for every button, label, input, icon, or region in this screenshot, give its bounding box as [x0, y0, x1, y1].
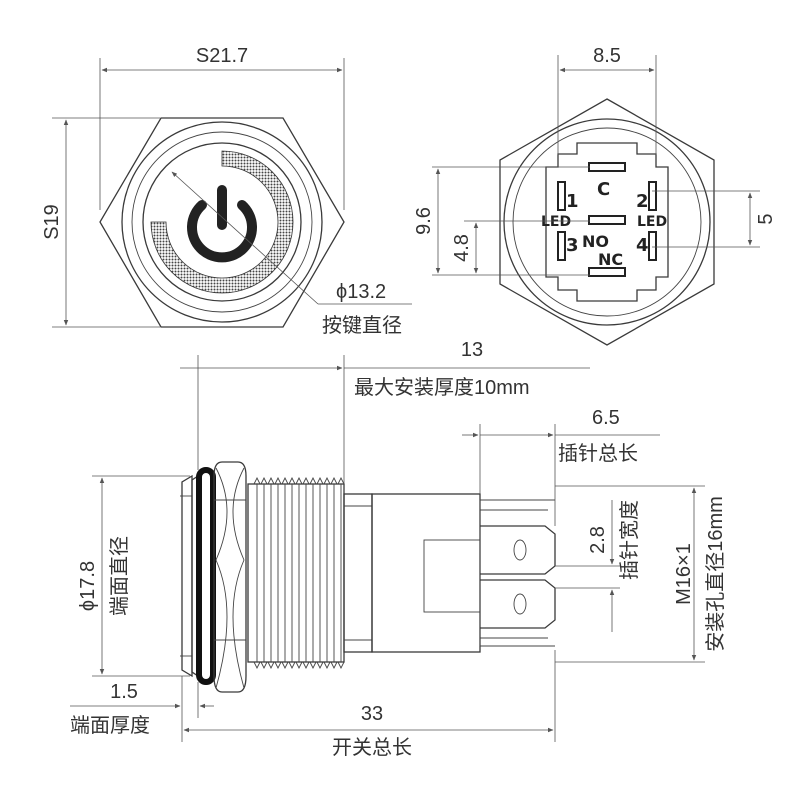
terminal-window — [423, 539, 481, 613]
pin-slot-2 — [648, 181, 657, 211]
solder-pin-top — [480, 525, 556, 575]
thread-ridge — [267, 476, 275, 670]
button-diameter-caption: 按键直径 — [322, 314, 402, 337]
thread-ridges — [253, 476, 345, 670]
rear-hex-nut-outline — [499, 98, 715, 346]
thread-ridge — [274, 476, 282, 670]
height-dimension-label: S19 — [41, 204, 63, 240]
led-ring-dotted — [150, 150, 294, 294]
pin-width-caption: 插针宽度 — [618, 500, 641, 580]
width-dimension-label: S21.7 — [196, 45, 248, 67]
pin-slot-c — [588, 162, 626, 172]
face-diameter-label: ϕ17.8 — [77, 561, 99, 611]
pin-width-dimension-label: 2.8 — [587, 526, 609, 554]
pin-label-c: C — [597, 179, 610, 200]
thread-ridge — [253, 476, 261, 670]
terminal-block — [371, 493, 481, 653]
bezel-inner-ring — [131, 131, 313, 313]
pin-length-caption: 插针总长 — [558, 442, 638, 465]
total-length-caption: 开关总长 — [332, 736, 412, 759]
face-diameter-caption: 端面直径 — [108, 536, 131, 616]
threaded-body — [247, 483, 345, 663]
button-diameter-label: ϕ13.2 — [336, 281, 386, 303]
hex-nut-outline — [99, 117, 345, 328]
thread-ridge — [330, 476, 338, 670]
rear-width-dimension-label: 8.5 — [593, 45, 621, 67]
pin-label-3: 3 — [566, 235, 579, 256]
thread-ridge — [260, 476, 268, 670]
button-diameter-leader — [171, 171, 319, 305]
thread-ridge — [309, 476, 317, 670]
hex-nut-profile — [213, 461, 247, 693]
total-length-label: 33 — [361, 703, 383, 725]
thread-ridge — [302, 476, 310, 670]
pin-length-dimension-label: 6.5 — [592, 407, 620, 429]
mounting-hole-caption: 安装孔直径16mm — [704, 496, 727, 652]
pin-slot-1 — [557, 181, 566, 211]
pin-slot-led — [588, 215, 626, 225]
rear-inner-ring — [512, 127, 702, 317]
thread-ridge — [288, 476, 296, 670]
pin-label-nc: NC — [598, 250, 623, 269]
thread-ridge — [323, 476, 331, 670]
rear-outer-ring — [503, 118, 711, 326]
face-thickness-caption: 端面厚度 — [70, 714, 150, 737]
thread-ridge — [281, 476, 289, 670]
install-length-dimension-label: 13 — [461, 339, 483, 361]
pin-slot-3 — [557, 231, 566, 261]
o-ring-gasket — [196, 467, 216, 685]
thread-ridge — [295, 476, 303, 670]
pin-slot-nc — [588, 267, 626, 277]
thread-ridge — [337, 476, 345, 670]
side-pin-dimension-label: 5 — [755, 213, 777, 224]
pin-label-1: 1 — [566, 191, 579, 212]
pin-slot-4 — [648, 231, 657, 261]
pin-label-led-right: LED — [637, 214, 667, 230]
rear-housing — [343, 493, 373, 653]
rear-view: 1 C 2 LED LED 3 NO NC 4 8.5 9.6 4.8 5 — [413, 45, 777, 346]
pin-label-4: 4 — [636, 235, 649, 256]
pin-label-2: 2 — [636, 191, 649, 212]
solder-pin-bottom — [480, 579, 556, 629]
side-view: 13 最大安装厚度10mm 6.5 插针总长 2.8 插针宽度 M16×1 安装… — [70, 339, 727, 759]
pin-label-led-left: LED — [541, 214, 571, 230]
thread-size-label: M16×1 — [673, 543, 695, 605]
pin-label-no: NO — [582, 232, 609, 251]
bezel-outer-ring — [121, 121, 323, 323]
pin-half-span-dimension-label: 4.8 — [451, 234, 473, 262]
face-thickness-label: 1.5 — [110, 681, 138, 703]
end-face-cap — [181, 474, 193, 678]
front-view: S21.7 S19 ϕ13.2 按键直径 — [41, 45, 412, 337]
pin-span-dimension-label: 9.6 — [413, 207, 435, 235]
button-face — [142, 142, 302, 302]
max-thickness-caption: 最大安装厚度10mm — [354, 376, 530, 399]
thread-ridge — [316, 476, 324, 670]
power-icon — [187, 200, 257, 263]
